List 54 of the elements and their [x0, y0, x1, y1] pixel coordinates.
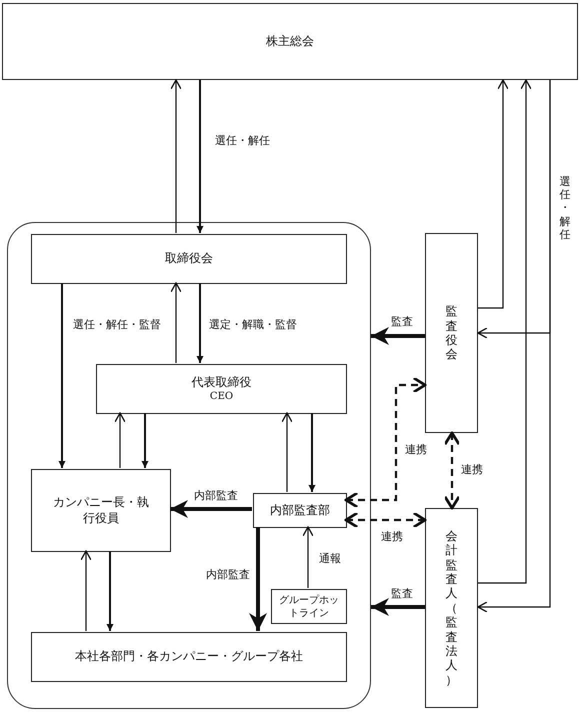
arrow	[478, 79, 509, 309]
edge-label: 連携	[460, 463, 484, 476]
arrow	[170, 79, 182, 233]
edge-label: 選任・解任・監督	[72, 318, 162, 332]
org-subtitle: CEO	[210, 390, 234, 404]
org-box	[2, 3, 578, 80]
org-box	[31, 632, 347, 682]
arrow	[106, 551, 114, 631]
arrow	[170, 282, 182, 363]
arrow	[170, 500, 252, 518]
arrow	[114, 412, 126, 468]
org-box	[31, 234, 347, 284]
dashed-arrow	[444, 432, 460, 510]
arrow	[196, 283, 204, 363]
arrow	[196, 80, 204, 233]
arrow	[371, 327, 425, 345]
org-name: 取締役会	[165, 251, 213, 267]
rounded-frame	[7, 222, 371, 709]
arrow	[477, 80, 551, 613]
dashed-arrow	[344, 512, 426, 528]
edge-label: 通報	[318, 552, 342, 566]
org-box	[96, 364, 347, 414]
arrow	[308, 413, 316, 492]
dashed-arrow	[344, 376, 426, 508]
org-box	[271, 589, 347, 624]
arrow	[58, 283, 66, 468]
edge-label: 監査	[390, 315, 414, 328]
org-box	[425, 508, 478, 708]
edge-label: 監査	[390, 587, 414, 600]
edge-label: 連携	[404, 443, 428, 456]
org-name: 会計監査人（監査法人）	[444, 528, 458, 688]
arrow	[249, 527, 267, 631]
edge-label: 内部監査	[205, 568, 251, 582]
arrow	[142, 413, 148, 468]
edge-label: 内部監査	[193, 489, 239, 502]
arrow	[302, 526, 314, 588]
org-name: 内部監査部	[270, 502, 330, 518]
edge-label: 選定・解職・監督	[208, 318, 298, 332]
arrow	[478, 79, 532, 584]
org-name: カンパニー長・執行役員	[52, 494, 150, 526]
arrow	[371, 598, 425, 616]
org-box	[253, 493, 347, 528]
edge-label: 連携	[380, 530, 404, 544]
org-name: 本社各部門・各カンパニー・グループ各社	[75, 649, 303, 665]
edge-label: 選任・解任	[214, 134, 271, 148]
arrow	[80, 550, 92, 631]
edge-label: 選任・解任	[558, 175, 572, 241]
org-box	[31, 469, 171, 552]
org-box	[425, 233, 478, 433]
arrow	[281, 412, 293, 492]
org-name: 監査役会	[444, 304, 458, 362]
org-name: 株主総会	[266, 34, 314, 50]
org-name: グループホットライン	[278, 594, 340, 620]
org-name: 代表取締役	[192, 374, 252, 390]
